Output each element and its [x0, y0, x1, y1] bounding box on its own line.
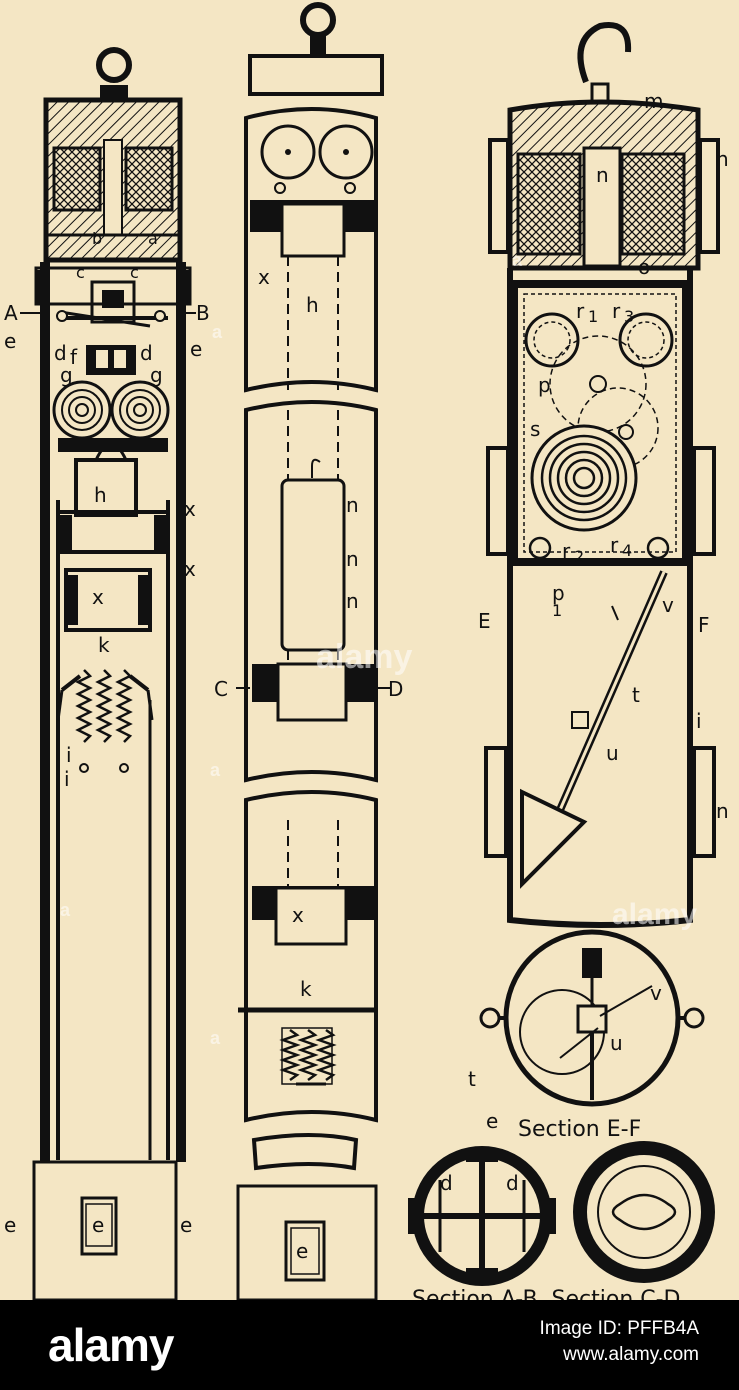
- label-r2-sub: 2: [574, 547, 584, 566]
- image-id-text: Image ID: PFFB4A: [539, 1318, 699, 1339]
- apparatus-diagram: A B a b c c d d e e f g g h x x x k i i …: [4, 2, 729, 1300]
- watermark-overlay: alamy alamy a a a a a: [60, 250, 697, 1048]
- label-s: s: [530, 417, 540, 441]
- label-b: b: [92, 229, 102, 248]
- figure-right-recorder: [484, 22, 720, 928]
- label-A: A: [4, 301, 18, 325]
- label-m: m: [644, 89, 663, 113]
- label-e-bottom-left: e: [4, 1213, 16, 1237]
- label-i: i: [696, 709, 702, 733]
- label-r4-sub: 4: [622, 541, 632, 560]
- label-e-mid: e: [296, 1239, 308, 1263]
- site-url-text: www.alamy.com: [563, 1344, 699, 1365]
- label-r3-sub: 3: [624, 307, 634, 326]
- label-x-upper: x: [184, 497, 196, 521]
- label-e-section: e: [486, 1109, 498, 1133]
- label-e-bottom-center: e: [92, 1213, 104, 1237]
- label-f: f: [70, 345, 78, 369]
- label-n-2: n: [346, 547, 359, 571]
- caption-section-ef: Section E-F: [518, 1117, 641, 1142]
- label-n-right-bottom: n: [716, 799, 729, 823]
- figure-left-tube: [32, 47, 192, 1300]
- label-r1-sub: 1: [588, 307, 598, 326]
- label-e-left: e: [4, 329, 16, 353]
- caption-section-ab: Section A-B, Section C-D: [412, 1287, 681, 1300]
- figure-middle-labels: x h n n n C D x k e: [214, 265, 403, 1263]
- label-x-top: x: [258, 265, 270, 289]
- label-h: h: [94, 483, 107, 507]
- label-p1-sub: 1: [552, 601, 562, 620]
- label-i-lower: i: [64, 767, 70, 791]
- label-r3: r: [612, 299, 621, 323]
- label-E: E: [478, 609, 491, 633]
- section-ab-cd-diagram: e d d Section A-B, Section C-D: [408, 1109, 715, 1300]
- stock-footer-bar: alamy Image ID: PFFB4A www.alamy.com: [0, 1300, 739, 1390]
- label-n-1: n: [346, 493, 359, 517]
- label-u-section: u: [610, 1031, 623, 1055]
- label-k: k: [98, 633, 110, 657]
- label-e-bottom-right: e: [180, 1213, 192, 1237]
- watermark-small-1: a: [212, 322, 223, 342]
- label-c-left: c: [76, 263, 85, 282]
- label-p: p: [538, 373, 551, 397]
- figure-middle-tube: [236, 2, 390, 1300]
- alamy-logo: alamy: [48, 1319, 174, 1371]
- label-n-right-top: n: [716, 147, 729, 171]
- label-n-3: n: [346, 589, 359, 613]
- watermark-small-4: a: [60, 900, 71, 920]
- label-r1: r: [576, 299, 585, 323]
- label-x-lower: x: [92, 585, 104, 609]
- label-v: v: [662, 593, 674, 617]
- label-x-lower-mid: x: [292, 903, 304, 927]
- label-a: a: [148, 229, 158, 248]
- watermark-small-5: a: [512, 250, 523, 270]
- label-B: B: [196, 301, 210, 325]
- label-D: D: [388, 677, 403, 701]
- label-o: o: [638, 255, 650, 279]
- label-d-section-left: d: [440, 1171, 453, 1195]
- image-info: Image ID: PFFB4A www.alamy.com: [540, 1316, 699, 1368]
- label-u: u: [606, 741, 619, 765]
- watermark-center: alamy: [316, 638, 412, 676]
- label-n-center: n: [596, 163, 609, 187]
- label-C: C: [214, 677, 228, 701]
- label-k-mid: k: [300, 977, 312, 1001]
- watermark-small-2: a: [210, 760, 221, 780]
- label-t: t: [632, 683, 640, 707]
- label-g-left: g: [60, 363, 73, 387]
- label-v-section: v: [650, 981, 662, 1005]
- label-p1: p: [552, 581, 565, 605]
- figure-right-labels: m n n o r 1 r 3 p s r 2 r 4 p 1 v E F t …: [478, 89, 729, 823]
- section-ef-diagram: v u t Section E-F: [468, 929, 705, 1142]
- label-h-mid: h: [306, 293, 319, 317]
- label-e-right: e: [190, 337, 202, 361]
- diagram-plate: A B a b c c d d e e f g g h x x x k i i …: [0, 0, 739, 1300]
- label-c-right: c: [130, 263, 139, 282]
- figure-left-labels: A B a b c c d d e e f g g h x x x k i i …: [4, 229, 210, 1237]
- label-F: F: [698, 613, 710, 637]
- label-x-middle: x: [184, 557, 196, 581]
- label-g-right: g: [150, 363, 163, 387]
- watermark-small-3: a: [210, 1028, 221, 1048]
- label-r4: r: [610, 533, 619, 557]
- label-t-section: t: [468, 1067, 476, 1091]
- label-d-left: d: [54, 341, 67, 365]
- label-d-section-right: d: [506, 1171, 519, 1195]
- label-r2: r: [562, 539, 571, 563]
- watermark-right: alamy: [612, 898, 697, 931]
- label-i-upper: i: [66, 743, 72, 767]
- label-d-right: d: [140, 341, 153, 365]
